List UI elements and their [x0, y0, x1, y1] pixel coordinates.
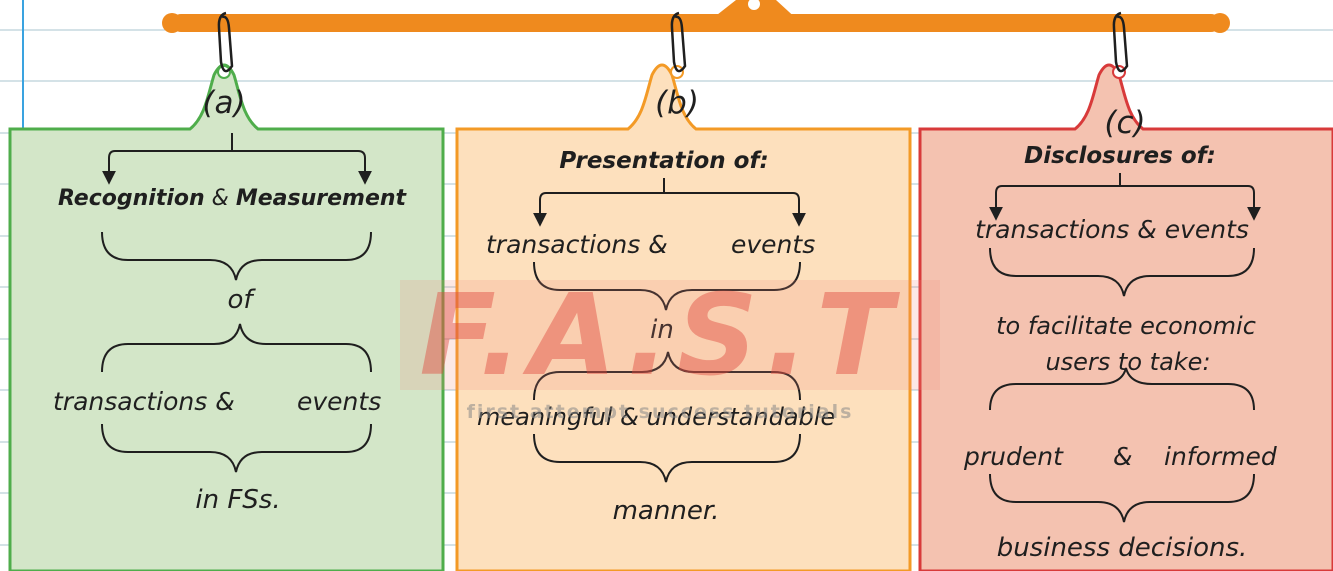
panel-b-quality: meaningful & understandable — [477, 403, 835, 431]
panel-b-final: manner. — [613, 496, 720, 526]
panel-c-quality-mid: & — [1113, 442, 1133, 471]
panel-a-brace-2 — [101, 323, 372, 373]
panel-c: (c) Disclosures of: transactions & event… — [918, 63, 1333, 571]
panel-b-brace-2 — [533, 351, 801, 401]
panel-c-quality-right: informed — [1164, 442, 1277, 471]
watermark-band — [400, 280, 940, 390]
hook-b — [670, 11, 687, 73]
panel-c-eyelet — [1112, 65, 1126, 79]
panel-b-brace-3 — [533, 433, 801, 483]
panel-b-in: in — [650, 315, 674, 345]
panel-c-tag-label: (c) — [1104, 105, 1145, 141]
panel-b-tag-body — [455, 63, 912, 571]
panel-b-items-right: events — [731, 230, 815, 259]
panel-a-brace-3 — [101, 423, 372, 473]
watermark-logo: F.A.S.T — [419, 271, 900, 401]
panel-a-eyelet — [217, 65, 231, 79]
hook-a — [217, 11, 234, 73]
panel-a-final: in FSs. — [195, 485, 280, 515]
panel-b-heading: Presentation of: — [559, 148, 768, 174]
panel-b-items-left: transactions & — [486, 230, 668, 259]
hanging-rod — [162, 0, 1230, 33]
panel-c-brace-2 — [989, 367, 1255, 411]
panel-c-quality-left: prudent — [963, 442, 1064, 471]
panel-b: (b) Presentation of: transactions & even… — [455, 63, 912, 571]
panel-b-eyelet — [670, 65, 684, 79]
watermark: F.A.S.T first attempt success tutorials — [400, 271, 940, 423]
panel-a-of: of — [227, 285, 256, 315]
rod-end-left — [162, 13, 182, 33]
panel-a: (a) Recognition & Measurement of transac… — [8, 63, 445, 571]
rod-bar — [172, 14, 1220, 32]
panel-c-purpose-1: to facilitate economic — [996, 312, 1256, 340]
panel-c-heading: Disclosures of: — [1024, 143, 1216, 169]
hook-c — [1112, 11, 1129, 73]
panel-a-brace-1 — [101, 231, 372, 281]
heading-and: & — [212, 186, 229, 211]
panel-b-brace-1 — [533, 261, 801, 311]
panel-a-tag-label: (a) — [202, 85, 245, 121]
heading-measurement: Measurement — [236, 186, 408, 211]
panel-c-tag-body — [918, 63, 1333, 571]
watermark-tagline: first attempt success tutorials — [467, 401, 854, 423]
panel-c-brace-1 — [989, 247, 1255, 297]
heading-recognition: Recognition — [58, 186, 205, 211]
panel-c-brace-3 — [989, 473, 1255, 523]
panel-c-final: business decisions. — [997, 533, 1248, 563]
panel-a-items-left: transactions & — [53, 387, 235, 416]
panel-a-items-right: events — [297, 387, 381, 416]
panel-b-tag-label: (b) — [655, 85, 699, 121]
panel-a-heading: Recognition & Measurement — [58, 186, 408, 211]
panel-c-items: transactions & events — [975, 215, 1249, 244]
hooks — [217, 11, 1129, 73]
rod-end-right — [1210, 13, 1230, 33]
rod-hanger-hole — [748, 0, 760, 10]
